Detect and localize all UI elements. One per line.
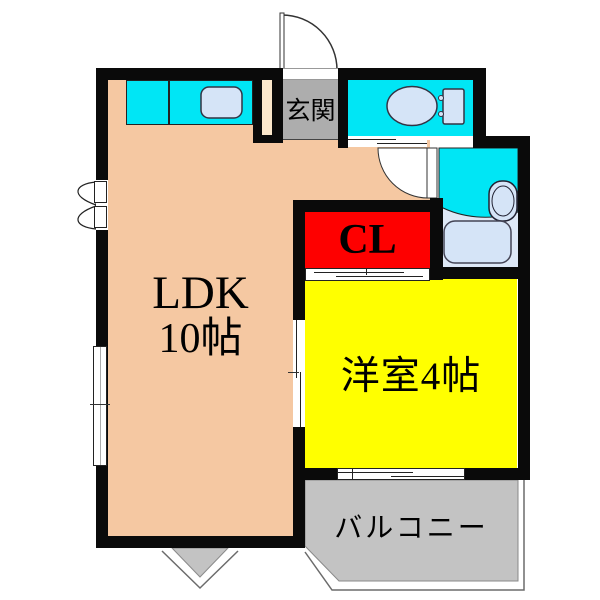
wall: [473, 136, 530, 148]
window-tick: [90, 404, 110, 405]
kitchen-counter-divider: [168, 80, 170, 125]
washroom: [439, 148, 518, 267]
entrance-door-leaf-icon: [279, 12, 285, 71]
window-rail-line: [338, 472, 413, 473]
balcony-window-icon: [337, 468, 465, 480]
toilet-room: [348, 80, 473, 136]
wall: [518, 136, 530, 480]
entrance-opening: [283, 68, 338, 80]
wall: [338, 68, 348, 148]
closet: [305, 212, 430, 268]
wall: [430, 267, 530, 279]
window-mid-line: [100, 347, 101, 465]
wall: [473, 68, 486, 148]
ldk-room: [108, 80, 293, 536]
entrance-hall: [283, 80, 338, 140]
wall: [293, 200, 443, 212]
closet-door-icon: [305, 268, 430, 281]
wall: [253, 68, 262, 143]
balcony-outline: [304, 480, 525, 591]
plan-pointer-triangle: [170, 547, 230, 578]
balcony: [304, 479, 519, 582]
casement-window-pane: [94, 181, 107, 203]
western-room: [305, 279, 517, 468]
hallway: [283, 140, 430, 200]
wall: [430, 198, 443, 280]
casement-window-pane: [94, 206, 107, 228]
toilet-sliding-door-icon: [348, 136, 427, 147]
plan-pointer-outline: [161, 550, 239, 590]
door-rail-line: [314, 272, 404, 273]
window-tick: [352, 469, 353, 479]
shoe-cabinet: [262, 80, 272, 135]
door-rail-line: [377, 143, 427, 144]
door-rail-line: [296, 320, 297, 378]
entrance-door-swing-icon: [281, 14, 338, 71]
wall: [96, 68, 108, 548]
door-rail-line: [348, 139, 396, 140]
wall: [272, 68, 283, 143]
door-tick: [288, 372, 299, 373]
door-tick: [366, 269, 367, 275]
wall: [253, 135, 283, 143]
sliding-window-icon: [90, 346, 110, 466]
door-rail-line: [300, 372, 301, 427]
door-rail-line: [336, 276, 423, 277]
window-rail-line: [391, 476, 464, 477]
room-sliding-door-icon: [288, 320, 305, 427]
kitchen-counter: [126, 80, 253, 125]
balcony-label: バルコニー: [334, 513, 489, 544]
wall: [96, 536, 305, 548]
